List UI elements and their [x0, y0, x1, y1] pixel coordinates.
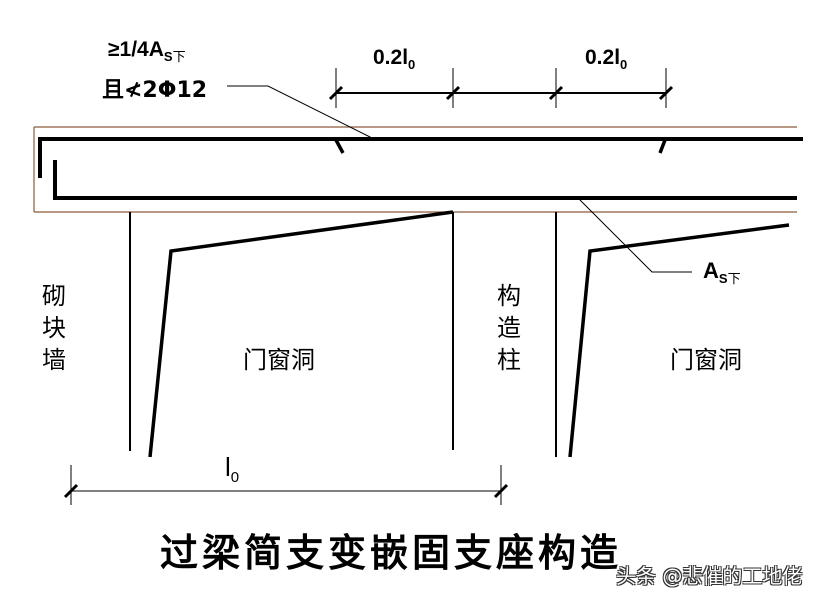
- beam-outline: [33, 126, 797, 213]
- constructional-column-label: 构 造 柱: [497, 282, 521, 374]
- bottom-rebar: [53, 160, 797, 200]
- diagram-title: 过梁简支变嵌固支座构造: [160, 531, 623, 575]
- support-lines: [129, 212, 557, 457]
- top-rebar-note-line1: ≥1/4AS下: [108, 38, 186, 65]
- left-anchor-dimension-label: 0.2l0: [373, 46, 416, 72]
- masonry-wall-label: 砌 块 墙: [42, 282, 66, 374]
- watermark: 头条 @悲催的工地佬: [616, 564, 803, 588]
- right-anchor-dimension-label: 0.2l0: [585, 46, 628, 72]
- top-rebar-note-line2: 且≮2Φ12: [102, 78, 208, 103]
- opening-label-right: 门窗洞: [670, 346, 742, 374]
- opening-lines: [148, 210, 790, 458]
- span-dimension: [63, 465, 509, 505]
- top-rebar: [38, 137, 803, 178]
- span-dimension-label: l0: [225, 452, 240, 486]
- opening-label-left: 门窗洞: [243, 346, 315, 374]
- bottom-rebar-label: AS下: [703, 258, 741, 287]
- top-dimension: [328, 68, 674, 108]
- leader-lines: [227, 85, 692, 273]
